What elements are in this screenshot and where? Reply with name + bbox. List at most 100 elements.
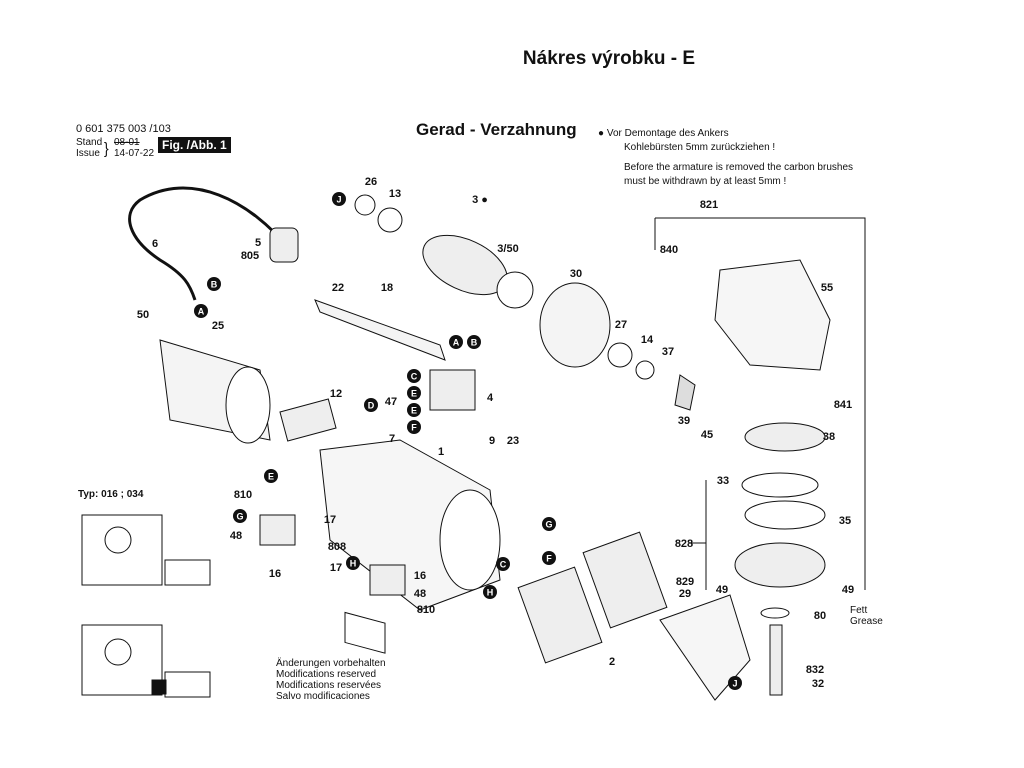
bracket-828 xyxy=(690,480,707,590)
part-label: 832 xyxy=(806,664,824,676)
connector-marker xyxy=(449,335,463,349)
connector-letter: F xyxy=(546,554,552,564)
connector-letter: D xyxy=(368,401,375,411)
connector-marker xyxy=(346,556,360,570)
grease-de: Fett xyxy=(850,605,868,616)
connector-marker xyxy=(407,386,421,400)
part-label: 47 xyxy=(385,396,397,408)
connector-marker xyxy=(194,304,208,318)
footer-line: Salvo modificaciones xyxy=(276,691,370,702)
part-label: 3 ● xyxy=(472,194,488,206)
bearing-14 xyxy=(635,360,655,380)
part-label: 16 xyxy=(414,570,426,582)
part-label: 32 xyxy=(812,678,824,690)
connector-letter: A xyxy=(453,338,460,348)
part-label: 6 xyxy=(152,238,158,250)
connector-letter: H xyxy=(350,559,357,569)
capacitor xyxy=(279,398,337,442)
part-label: 841 xyxy=(834,399,852,411)
connector-marker xyxy=(467,335,481,349)
connector-letter: J xyxy=(336,195,341,205)
brace: } xyxy=(104,139,109,157)
footer-line: Modifications reservées xyxy=(276,680,382,691)
part-label: 39 xyxy=(678,415,690,427)
connector-letter: A xyxy=(198,307,205,317)
field-coil-lower xyxy=(517,566,603,664)
part-number: 0 601 375 003 /103 xyxy=(76,123,171,135)
part-label: 33 xyxy=(717,475,729,487)
connector-marker xyxy=(407,420,421,434)
switch-rod xyxy=(314,299,446,361)
connector-marker xyxy=(233,509,247,523)
part-label: 810 xyxy=(417,604,435,616)
wiring-schematic-2 xyxy=(81,624,211,698)
connector-letter: H xyxy=(487,588,494,598)
part-label: 49 xyxy=(716,584,728,596)
part-label: 2 xyxy=(609,656,615,668)
connector-letter: B xyxy=(211,280,218,290)
footer-line: Änderungen vorbehalten xyxy=(276,658,386,669)
part-label: 5 xyxy=(255,237,261,249)
part-label: 55 xyxy=(821,282,833,294)
wiring-schematic-1 xyxy=(81,514,211,586)
part-label: 50 xyxy=(137,309,149,321)
note-de-2: Kohlebürsten 5mm zurückziehen ! xyxy=(624,142,776,153)
figure-label: Fig. /Abb. 1 xyxy=(158,137,231,153)
part-label: 29 xyxy=(679,588,691,600)
wheel-guard xyxy=(659,594,751,701)
connector-marker xyxy=(407,369,421,383)
part-label: 808 xyxy=(328,541,346,553)
part-label: 80 xyxy=(814,610,826,622)
washer-80 xyxy=(760,607,790,619)
footer-notes: Änderungen vorbehalten Modifications res… xyxy=(276,658,386,702)
connector-letter: G xyxy=(545,520,552,530)
connector-letter: J xyxy=(732,679,737,689)
note-en-1: Before the armature is removed the carbo… xyxy=(624,162,854,173)
connector-letter: E xyxy=(268,472,274,482)
connector-marker xyxy=(496,557,510,571)
bevel-gear xyxy=(744,422,826,452)
part-label: 828 xyxy=(675,538,693,550)
connector-marker xyxy=(542,551,556,565)
part-label: 810 xyxy=(234,489,252,501)
connector-marker xyxy=(207,277,221,291)
gear-head xyxy=(714,259,831,371)
connector-marker xyxy=(728,676,742,690)
type-label: Typ: 016 ; 034 xyxy=(78,489,144,500)
ring-27 xyxy=(607,342,633,368)
brush-holder xyxy=(259,514,296,546)
connector-letter: F xyxy=(411,423,417,433)
connector-marker xyxy=(332,192,346,206)
field-coil-upper xyxy=(582,531,668,629)
connector-marker xyxy=(407,403,421,417)
bearing-flange xyxy=(539,282,611,368)
connector-letter: C xyxy=(500,560,507,570)
grease-en: Grease xyxy=(850,616,883,627)
part-label: 12 xyxy=(330,388,342,400)
part-label: 22 xyxy=(332,282,344,294)
plug xyxy=(269,227,299,263)
part-label: 1 xyxy=(438,446,444,458)
part-label: 7 xyxy=(389,433,395,445)
fan-gear xyxy=(496,271,534,309)
part-label: 48 xyxy=(230,530,242,542)
part-label: 23 xyxy=(507,435,519,447)
issue-label: Issue xyxy=(76,148,100,159)
connector-letter: C xyxy=(411,372,418,382)
switch xyxy=(429,369,476,411)
o-ring xyxy=(741,472,819,498)
part-label: 17 xyxy=(324,514,336,526)
part-label: 38 xyxy=(823,431,835,443)
grease-note: Fett Grease xyxy=(850,605,883,627)
bearing-26 xyxy=(354,194,376,216)
part-label: 25 xyxy=(212,320,224,332)
gasket xyxy=(744,500,826,530)
part-label: 18 xyxy=(381,282,393,294)
page-title: Nákres výrobku - E xyxy=(522,48,696,69)
part-label: 840 xyxy=(660,244,678,256)
connector-letter: E xyxy=(411,406,417,416)
part-label: 45 xyxy=(701,429,713,441)
issue-date: 14-07-22 xyxy=(114,148,155,159)
